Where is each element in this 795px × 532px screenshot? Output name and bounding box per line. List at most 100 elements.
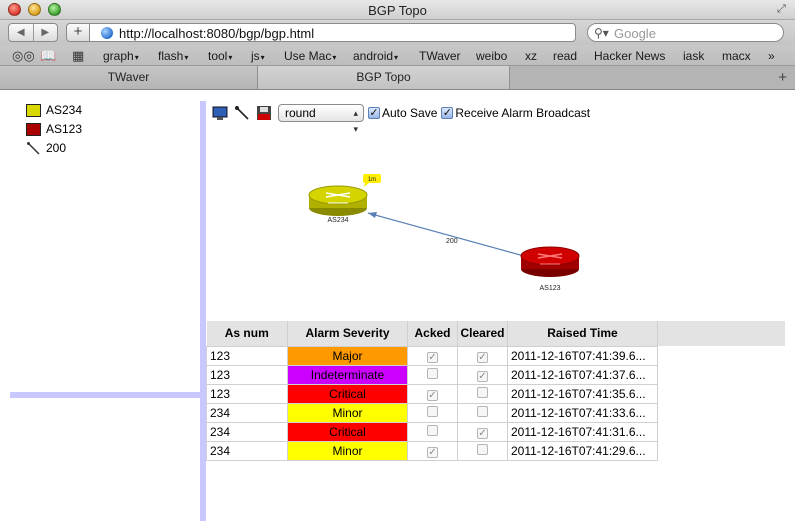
monitor-icon[interactable]: [212, 105, 228, 121]
bookmark-weibo[interactable]: weibo: [476, 49, 508, 63]
as-num-cell: 234: [206, 440, 288, 461]
as-num-cell: 123: [206, 364, 288, 385]
cleared-cell: [457, 383, 508, 404]
tree-item-as123[interactable]: AS123: [26, 121, 82, 137]
topology-canvas[interactable]: 200 AS234 1m AS123: [206, 153, 795, 313]
bookmark-iask[interactable]: iask: [683, 49, 705, 63]
severity-cell: Minor: [287, 440, 408, 461]
bookmark-macx[interactable]: macx: [722, 49, 751, 63]
reading-list-icon[interactable]: ◎◎: [12, 48, 35, 63]
forward-button[interactable]: ▶: [32, 24, 58, 41]
bookmarks-overflow-icon[interactable]: »: [768, 49, 775, 63]
top-sites-grid-icon[interactable]: ▦: [72, 48, 85, 63]
horizontal-splitter[interactable]: [10, 392, 200, 398]
bookmark-tool[interactable]: tool▾: [208, 49, 233, 63]
bookmarks-book-icon[interactable]: 📖: [40, 48, 57, 63]
cleared-checkbox[interactable]: ✓: [477, 370, 488, 382]
acked-checkbox[interactable]: [427, 367, 438, 379]
raised-time-cell: 2011-12-16T07:41:29.6...: [507, 440, 658, 461]
cleared-checkbox[interactable]: ✓: [477, 427, 488, 439]
tree-item-link-200[interactable]: 200: [26, 140, 66, 156]
cleared-cell: ✓: [457, 421, 508, 442]
bookmark-xz[interactable]: xz: [525, 49, 537, 63]
row-filler: [658, 403, 785, 422]
receive-alarm-label: Receive Alarm Broadcast: [455, 106, 591, 120]
bookmark-use-mac[interactable]: Use Mac▾: [284, 49, 337, 63]
acked-checkbox[interactable]: ✓: [427, 351, 438, 363]
severity-cell: Minor: [287, 402, 408, 423]
browser-toolbar: ◀ ▶ + http://localhost:8080/bgp/bgp.html…: [0, 20, 795, 45]
vertical-splitter[interactable]: [200, 101, 206, 521]
bookmark-js[interactable]: js▾: [251, 49, 265, 63]
url-text: http://localhost:8080/bgp/bgp.html: [119, 26, 315, 41]
fullscreen-icon[interactable]: ⤢: [777, 3, 786, 15]
select-arrows-icon: ▴▾: [353, 108, 358, 134]
acked-cell: [407, 402, 458, 423]
bookmark-twaver[interactable]: TWaver: [419, 49, 461, 63]
bookmark-android[interactable]: android▾: [353, 49, 399, 63]
topology-toolbar: round ▴▾ ✓ Auto Save ✓ Receive Alarm Bro…: [212, 103, 594, 134]
column-header-acked[interactable]: Acked: [407, 321, 458, 346]
column-header-cleared[interactable]: Cleared: [457, 321, 508, 346]
receive-alarm-checkbox[interactable]: ✓: [441, 107, 454, 119]
raised-time-cell: 2011-12-16T07:41:39.6...: [507, 345, 658, 366]
acked-checkbox[interactable]: [427, 424, 438, 436]
search-field[interactable]: ⚲▾ Google: [587, 23, 784, 42]
acked-checkbox[interactable]: ✓: [427, 446, 438, 458]
row-filler: [658, 384, 785, 403]
back-button[interactable]: ◀: [16, 27, 25, 38]
row-filler: [658, 441, 785, 460]
column-header-severity[interactable]: Alarm Severity: [287, 321, 408, 346]
severity-cell: Critical: [287, 383, 408, 404]
cleared-checkbox[interactable]: [477, 386, 488, 398]
column-header-raised-time[interactable]: Raised Time: [507, 321, 658, 346]
router-node-as234[interactable]: AS234: [308, 185, 368, 224]
bookmark-hacker-news[interactable]: Hacker News: [594, 49, 666, 63]
router-node-as123[interactable]: AS123: [520, 246, 580, 292]
as-num-cell: 234: [206, 421, 288, 442]
acked-cell: [407, 364, 458, 385]
cleared-cell: ✓: [457, 345, 508, 366]
auto-save-label: Auto Save: [382, 106, 438, 120]
close-window-button[interactable]: [8, 3, 21, 16]
save-xml-icon[interactable]: [256, 105, 272, 121]
link-label: 200: [446, 238, 458, 245]
table-header-row: As num Alarm Severity Acked Cleared Rais…: [206, 321, 785, 346]
add-bookmark-button[interactable]: +: [66, 23, 90, 42]
zoom-window-button[interactable]: [48, 3, 61, 16]
cleared-cell: [457, 440, 508, 461]
bookmark-graph[interactable]: graph▾: [103, 49, 139, 63]
acked-cell: ✓: [407, 345, 458, 366]
as-num-cell: 123: [206, 383, 288, 404]
auto-save-checkbox[interactable]: ✓: [368, 107, 380, 119]
raised-time-cell: 2011-12-16T07:41:33.6...: [507, 402, 658, 423]
bookmark-flash[interactable]: flash▾: [158, 49, 189, 63]
alarm-bubble[interactable]: 1m: [363, 174, 381, 187]
new-tab-button[interactable]: +: [778, 69, 787, 86]
link-tool-icon[interactable]: [234, 105, 250, 121]
tab-bgp-topo[interactable]: BGP Topo: [258, 66, 510, 89]
raised-time-cell: 2011-12-16T07:41:35.6...: [507, 383, 658, 404]
minimize-window-button[interactable]: [28, 3, 41, 16]
link-200[interactable]: [367, 212, 525, 257]
cleared-checkbox[interactable]: ✓: [477, 351, 488, 363]
cleared-checkbox[interactable]: [477, 405, 488, 417]
acked-checkbox[interactable]: [427, 405, 438, 417]
column-header-as-num[interactable]: As num: [206, 321, 288, 346]
cleared-cell: [457, 402, 508, 423]
acked-checkbox[interactable]: ✓: [427, 389, 438, 401]
layout-select[interactable]: round ▴▾: [278, 104, 364, 134]
page-content: AS234 AS123 200 round ▴▾ ✓ Auto Save ✓ R…: [0, 91, 795, 532]
cleared-checkbox[interactable]: [477, 443, 488, 455]
tree-item-as234[interactable]: AS234: [26, 102, 82, 118]
tree-item-label: 200: [46, 141, 67, 155]
bookmark-read[interactable]: read: [553, 49, 578, 63]
tab-twaver[interactable]: TWaver: [0, 66, 258, 89]
url-field[interactable]: http://localhost:8080/bgp/bgp.html: [90, 23, 576, 42]
